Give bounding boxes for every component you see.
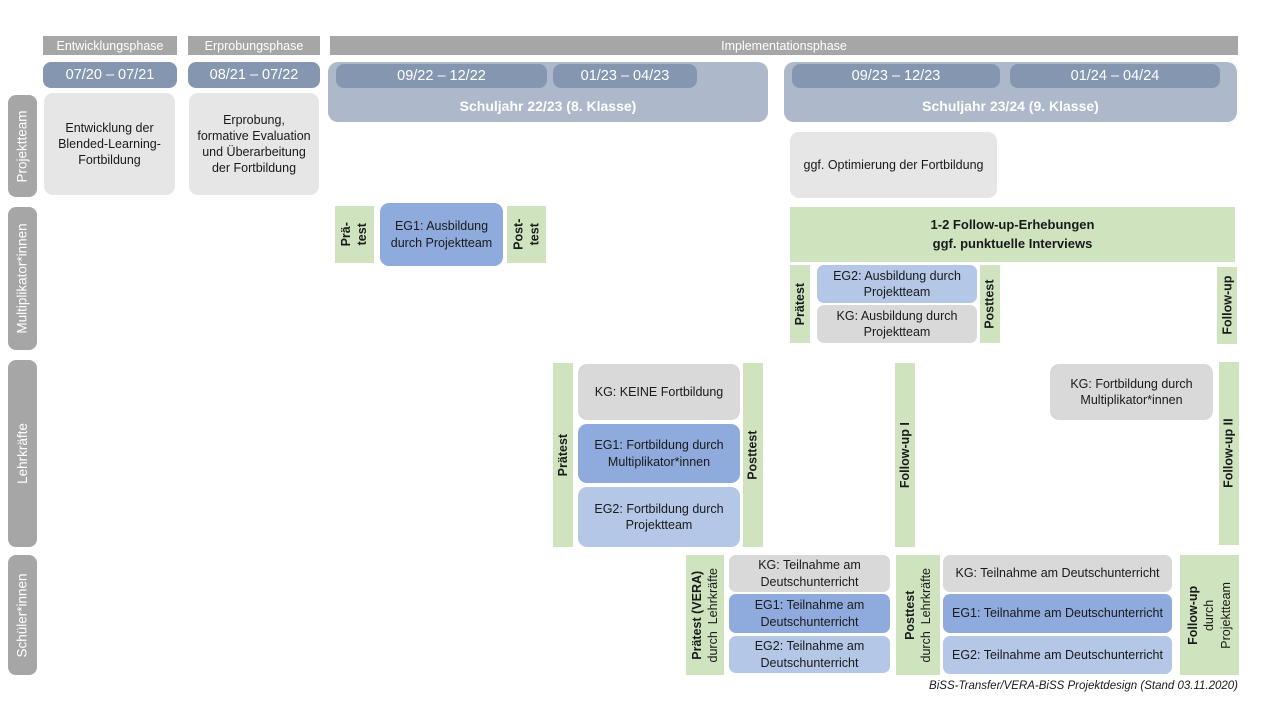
diagram-caption: BiSS-Transfer/VERA-BiSS Projektdesign (S… (929, 680, 1238, 692)
box-kg-fortbildung-multiplikatoren: KG: Fortbildung durch Multiplikator*inne… (1050, 364, 1213, 420)
row-label-schueler: Schüler*innen (8, 555, 37, 675)
box-eg2-teilnahme-2: EG2: Teilnahme am Deutschunterricht (943, 636, 1172, 674)
date-range-0123-0423: 01/23 – 04/23 (553, 64, 697, 88)
followup-sub: durch Projektteam (1202, 581, 1233, 649)
bar-praetest-vera-schueler: Prätest (VERA)durch Lehrkräfte (686, 555, 724, 675)
bar-posttest-multiplikatoren-2: Posttest (980, 265, 1000, 343)
box-entwicklung-fortbildung: Entwicklung der Blended-Learning-Fortbil… (44, 93, 175, 195)
row-label-multiplikatoren: Multiplikator*innen (8, 207, 37, 350)
posttest-sub: durch Lehrkräfte (919, 567, 933, 663)
row-label-lehrkraefte-text: Lehrkräfte (15, 423, 31, 484)
banner-followup-erhebungen: 1-2 Follow-up-Erhebungen ggf. punktuelle… (790, 207, 1235, 262)
phase-header-erprobung: Erprobungsphase (188, 36, 320, 55)
date-range-0124-0424: 01/24 – 04/24 (1010, 64, 1220, 88)
bar-praetest-lehrkraefte: Prätest (553, 363, 573, 547)
bar-posttest-multiplikatoren-1: Post- test (507, 206, 546, 263)
bar-praetest-multiplikatoren-1: Prä- test (335, 206, 374, 263)
bar-praetest-lehrkraefte-text: Prätest (555, 433, 570, 477)
bar-praetest-multiplikatoren-1-text: Prä- test (339, 222, 370, 247)
bar-followup-multiplikatoren: Follow-up (1217, 267, 1237, 344)
schoolyear-label-2223: Schuljahr 22/23 (8. Klasse) (459, 97, 637, 114)
followup-bold: Follow-up (1186, 585, 1201, 645)
posttest-bold: Posttest (902, 590, 917, 640)
box-optimierung-fortbildung: ggf. Optimierung der Fortbildung (790, 132, 997, 198)
date-range-0821-0722: 08/21 – 07/22 (188, 62, 320, 88)
box-eg1-ausbildung-projektteam: EG1: Ausbildung durch Projektteam (380, 203, 503, 266)
box-eg1-teilnahme-2: EG1: Teilnahme am Deutschunterricht (943, 594, 1172, 633)
bar-followup1-lehrkraefte: Follow-up I (895, 363, 915, 547)
box-eg2-teilnahme-1: EG2: Teilnahme am Deutschunterricht (729, 636, 890, 673)
row-label-lehrkraefte: Lehrkräfte (8, 360, 37, 547)
praetest-vera-bold: Prätest (VERA) (689, 570, 704, 660)
box-kg-teilnahme-2: KG: Teilnahme am Deutschunterricht (943, 555, 1172, 592)
bar-followup1-lehrkraefte-text: Follow-up I (897, 422, 912, 488)
bar-followup2-lehrkraefte-text: Follow-up II (1221, 418, 1236, 489)
bar-praetest-vera-schueler-text: Prätest (VERA)durch Lehrkräfte (689, 568, 722, 663)
bar-posttest-multiplikatoren-2-text: Posttest (982, 279, 997, 329)
box-eg2-ausbildung-projektteam: EG2: Ausbildung durch Projektteam (817, 265, 977, 303)
row-label-projektteam: Projektteam (8, 95, 37, 197)
date-range-0922-1222: 09/22 – 12/22 (336, 64, 547, 88)
box-kg-keine-fortbildung: KG: KEINE Fortbildung (578, 364, 740, 420)
bar-posttest-multiplikatoren-1-text: Post- test (511, 218, 542, 251)
box-eg1-fortbildung-multiplikatoren: EG1: Fortbildung durch Multiplikator*inn… (578, 424, 740, 483)
bar-posttest-lehrkraefte: Posttest (743, 363, 763, 547)
row-label-multiplikatoren-text: Multiplikator*innen (15, 223, 30, 334)
bar-followup-multiplikatoren-text: Follow-up (1219, 275, 1234, 336)
row-label-schueler-text: Schüler*innen (15, 572, 30, 658)
schoolyear-label-2324: Schuljahr 23/24 (9. Klasse) (922, 97, 1099, 114)
bar-followup2-lehrkraefte: Follow-up II (1219, 362, 1239, 545)
box-eg1-teilnahme-1: EG1: Teilnahme am Deutschunterricht (729, 594, 890, 633)
bar-posttest-lehrkraefte-text: Posttest (745, 430, 760, 480)
praetest-vera-sub: durch Lehrkräfte (706, 567, 720, 663)
phase-header-entwicklung: Entwicklungsphase (43, 36, 177, 55)
date-range-0923-1223: 09/23 – 12/23 (792, 64, 1000, 88)
box-kg-ausbildung-projektteam: KG: Ausbildung durch Projektteam (817, 305, 977, 343)
box-eg2-fortbildung-projektteam: EG2: Fortbildung durch Projektteam (578, 487, 740, 547)
bar-praetest-multiplikatoren-2: Prätest (790, 265, 810, 343)
phase-header-implementation: Implementationsphase (330, 36, 1238, 55)
row-label-projektteam-text: Projektteam (15, 109, 30, 183)
date-range-0720-0721: 07/20 – 07/21 (43, 62, 177, 88)
box-kg-teilnahme-1: KG: Teilnahme am Deutschunterricht (729, 555, 890, 592)
box-erprobung-evaluation: Erprobung, formative Evaluation und Über… (189, 93, 319, 195)
bar-praetest-multiplikatoren-2-text: Prätest (792, 282, 807, 326)
